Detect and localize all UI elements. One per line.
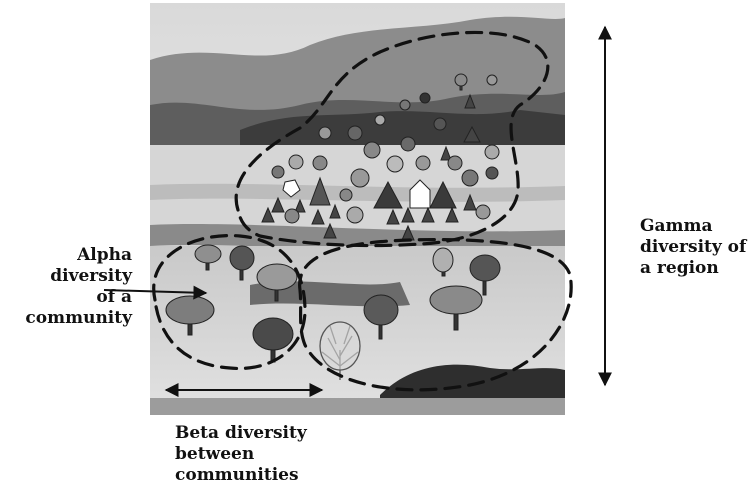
tree (399, 99, 411, 111)
tree (429, 180, 457, 209)
lower-right-community-trees (319, 247, 501, 380)
upper-community-trees (261, 73, 500, 241)
tree (386, 155, 404, 173)
gamma-label-line: a region (640, 258, 719, 278)
field-band-2 (150, 224, 565, 252)
tree (284, 208, 300, 224)
tree (323, 222, 337, 239)
tree (433, 117, 447, 131)
tree (229, 245, 255, 281)
beta-label-line: Beta diversity (175, 423, 307, 443)
tree (312, 155, 328, 171)
tree (445, 206, 459, 223)
tree (486, 74, 498, 86)
tree (421, 206, 435, 223)
gamma-diversity-label: Gamma diversity of a region (640, 216, 746, 279)
tree (401, 206, 415, 223)
tree (194, 244, 222, 271)
alpha-label-line: Alpha (77, 245, 132, 265)
tree (432, 247, 454, 277)
gamma-label-line: diversity of (640, 237, 747, 257)
tree (329, 203, 341, 219)
tree (311, 208, 325, 225)
tree (429, 285, 483, 331)
foreground-strip (150, 398, 565, 415)
tree (271, 196, 285, 213)
tree (409, 179, 431, 209)
alpha-pointer-arrow (103, 285, 208, 300)
tree (373, 180, 403, 209)
tree (440, 145, 452, 161)
tree (339, 188, 353, 202)
tree (464, 93, 476, 109)
tree (463, 193, 477, 211)
tree (419, 92, 431, 104)
second-community-outline (298, 237, 573, 392)
tree (463, 125, 481, 143)
community-outlines (152, 30, 573, 392)
tree (346, 206, 364, 224)
tree (415, 155, 431, 171)
tree (309, 176, 331, 206)
beta-label-line: communities (175, 465, 299, 485)
tree (469, 254, 501, 296)
tree (261, 206, 275, 223)
tree (165, 295, 215, 336)
alpha-diversity-label: Alpha diversity of a community (22, 245, 132, 329)
tree (347, 125, 363, 141)
alpha-label-line: of a (96, 287, 132, 307)
beta-diversity-label: Beta diversity between communities (175, 423, 307, 486)
dark-ridge (240, 110, 565, 155)
tree (447, 155, 463, 171)
tree (374, 114, 386, 126)
beta-label-line: between (175, 444, 255, 464)
alpha-community-outline (152, 233, 307, 371)
tree (350, 168, 370, 188)
upper-community-outline (234, 30, 550, 248)
tree (363, 141, 381, 159)
tree (484, 144, 500, 160)
tree (461, 169, 479, 187)
tree (454, 73, 468, 91)
tree (288, 154, 304, 170)
tree (485, 166, 499, 180)
gamma-label-line: Gamma (640, 216, 713, 236)
tree (475, 204, 491, 220)
tree (363, 294, 399, 340)
alpha-label-line: diversity (50, 266, 132, 286)
tree (318, 126, 332, 140)
tree (386, 208, 400, 225)
field-band-1 (150, 183, 565, 202)
lower-left-community-trees (165, 244, 298, 363)
alpha-label-line: community (25, 308, 132, 328)
landscape-photo (150, 3, 565, 415)
tree (271, 165, 285, 179)
tree (319, 321, 361, 380)
tree (256, 263, 298, 302)
tree (294, 198, 306, 213)
tree (400, 136, 416, 152)
tree (282, 179, 301, 198)
